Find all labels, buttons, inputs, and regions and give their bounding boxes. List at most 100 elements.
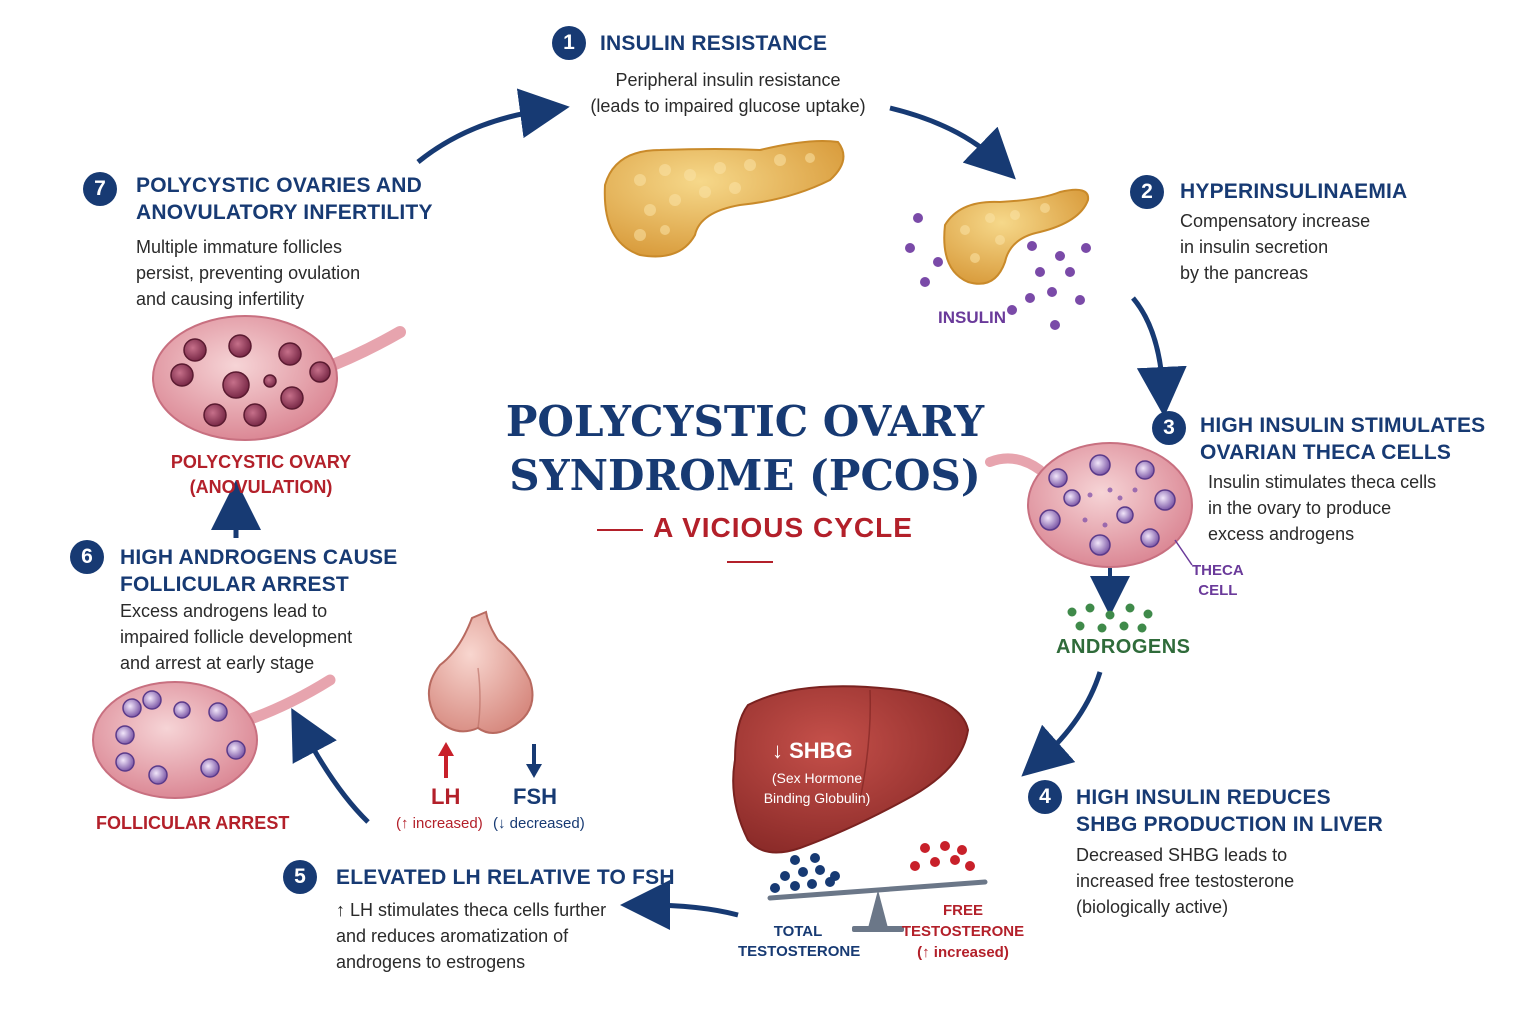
shbg-full-line-1: (Sex Hormone bbox=[771, 770, 863, 786]
step-7-text-line-2: persist, preventing ovulation bbox=[136, 263, 361, 283]
step-7-heading-line-1: POLYCYSTIC OVARIES AND bbox=[136, 174, 423, 197]
total-testosterone-line-1: TOTAL bbox=[773, 923, 823, 940]
step-4-number: 4 bbox=[1028, 780, 1062, 814]
step-4-heading: HIGH INSULIN REDUCES SHBG PRODUCTION IN … bbox=[1076, 784, 1383, 838]
free-testosterone-line-1: FREE bbox=[942, 902, 983, 919]
follicular-arrest-label: FOLLICULAR ARREST bbox=[96, 811, 289, 836]
shbg-label: ↓ SHBG bbox=[772, 738, 853, 763]
fsh-label: FSH bbox=[513, 784, 557, 809]
step-5-text-line-2: and reduces aromatization of bbox=[336, 926, 569, 946]
step-1-heading-line: INSULIN RESISTANCE bbox=[600, 32, 828, 55]
total-testosterone-line-2: TESTOSTERONE bbox=[738, 943, 861, 960]
free-testosterone-dots bbox=[910, 841, 975, 871]
free-testosterone-label: FREE TESTOSTERONE (↑ increased) bbox=[900, 900, 1026, 963]
step-1-text-line-1: Peripheral insulin resistance bbox=[615, 70, 841, 90]
theca-label-line-1: THECA bbox=[1192, 562, 1244, 579]
liver-illustration bbox=[732, 685, 970, 854]
free-testosterone-line-2: TESTOSTERONE bbox=[901, 923, 1025, 940]
diagram-title: POLYCYSTIC OVARY SYNDROME (PCOS) bbox=[500, 395, 990, 503]
subtitle-text: A VICIOUS CYCLE bbox=[653, 512, 913, 543]
step-4-heading-line-2: SHBG PRODUCTION IN LIVER bbox=[1076, 813, 1383, 836]
arrow-7-to-1 bbox=[416, 88, 570, 164]
polycystic-ovary-line-2: (ANOVULATION) bbox=[189, 477, 333, 497]
pancreas-illustration-large bbox=[603, 140, 845, 258]
step-3-text: Insulin stimulates theca cells in the ov… bbox=[1208, 469, 1436, 547]
free-testosterone-line-3: (↑ increased) bbox=[917, 944, 1009, 961]
step-6-heading: HIGH ANDROGENS CAUSE FOLLICULAR ARREST bbox=[120, 544, 397, 598]
arrow-3-to-4 bbox=[1021, 671, 1103, 777]
step-2-text-line-2: in insulin secretion bbox=[1180, 237, 1329, 257]
step-5-text-line-1: ↑ LH stimulates theca cells further bbox=[336, 900, 607, 920]
step-7-heading: POLYCYSTIC OVARIES AND ANOVULATORY INFER… bbox=[136, 172, 433, 226]
step-7-text-line-3: and causing infertility bbox=[136, 289, 305, 309]
step-3-number: 3 bbox=[1152, 411, 1186, 445]
arrow-4-to-5 bbox=[620, 880, 739, 931]
pancreas-illustration-small bbox=[943, 188, 1090, 285]
balance-scale bbox=[767, 879, 988, 932]
step-6-number: 6 bbox=[70, 540, 104, 574]
follicular-arrest-ovary-illustration bbox=[92, 674, 336, 799]
step-5-heading: ELEVATED LH RELATIVE TO FSH bbox=[336, 864, 675, 891]
step-5-text: ↑ LH stimulates theca cells further and … bbox=[336, 897, 606, 975]
step-5-heading-line: ELEVATED LH RELATIVE TO FSH bbox=[336, 866, 675, 889]
step-2-number: 2 bbox=[1130, 175, 1164, 209]
step-3-heading-line-1: HIGH INSULIN STIMULATES bbox=[1200, 414, 1486, 437]
step-2-text: Compensatory increase in insulin secreti… bbox=[1180, 208, 1370, 286]
step-5-text-line-3: androgens to estrogens bbox=[336, 952, 526, 972]
fsh-note: (↓ decreased) bbox=[493, 815, 585, 832]
insulin-label: INSULIN bbox=[938, 308, 1006, 327]
step-7-text: Multiple immature follicles persist, pre… bbox=[136, 234, 360, 312]
step-3-heading-line-2: OVARIAN THECA CELLS bbox=[1200, 441, 1452, 464]
step-6-heading-line-2: FOLLICULAR ARREST bbox=[120, 573, 349, 596]
step-1-text: Peripheral insulin resistance (leads to … bbox=[578, 67, 878, 119]
step-6-text-line-1: Excess androgens lead to bbox=[120, 601, 328, 621]
subtitle-rule-left bbox=[597, 528, 644, 531]
step-7-text-line-1: Multiple immature follicles bbox=[136, 237, 343, 257]
step-7-number: 7 bbox=[83, 172, 117, 206]
step-4-text-line-2: increased free testosterone bbox=[1076, 871, 1295, 891]
shbg-full-line-2: Binding Globulin) bbox=[763, 790, 871, 806]
step-7-heading-line-2: ANOVULATORY INFERTILITY bbox=[136, 201, 433, 224]
step-4-text-line-3: (biologically active) bbox=[1076, 897, 1229, 917]
androgen-molecules bbox=[1067, 603, 1153, 633]
pituitary-illustration bbox=[428, 610, 534, 734]
subtitle-rule-right bbox=[727, 560, 773, 563]
step-2-heading: HYPERINSULINAEMIA bbox=[1180, 178, 1407, 205]
step-2-text-line-3: by the pancreas bbox=[1180, 263, 1309, 283]
arrow-1-to-2 bbox=[889, 105, 1016, 180]
androgens-label: ANDROGENS bbox=[1056, 636, 1191, 658]
step-4-text: Decreased SHBG leads to increased free t… bbox=[1076, 842, 1294, 920]
step-4-heading-line-1: HIGH INSULIN REDUCES bbox=[1076, 786, 1331, 809]
polycystic-ovary-line-1: POLYCYSTIC OVARY bbox=[170, 452, 352, 472]
step-5-number: 5 bbox=[283, 860, 317, 894]
step-2-text-line-1: Compensatory increase bbox=[1180, 211, 1371, 231]
step-3-text-line-2: in the ovary to produce bbox=[1208, 498, 1392, 518]
step-1-number: 1 bbox=[552, 26, 586, 60]
theca-label-line-2: CELL bbox=[1198, 582, 1238, 599]
title-line-1: POLYCYSTIC OVARY bbox=[505, 397, 985, 446]
step-2-heading-line: HYPERINSULINAEMIA bbox=[1180, 180, 1408, 203]
shbg-full-name: (Sex Hormone Binding Globulin) bbox=[752, 768, 882, 808]
arrow-2-to-3 bbox=[1131, 296, 1187, 417]
fsh-down-arrow bbox=[526, 744, 542, 778]
step-6-text-line-2: impaired follicle development bbox=[120, 627, 353, 647]
theca-cell-label: THECA CELL bbox=[1192, 561, 1244, 601]
step-4-text-line-1: Decreased SHBG leads to bbox=[1076, 845, 1288, 865]
step-3-text-line-1: Insulin stimulates theca cells bbox=[1208, 472, 1437, 492]
lh-note: (↑ increased) bbox=[396, 815, 483, 832]
diagram-subtitle: A VICIOUS CYCLE bbox=[560, 512, 940, 576]
polycystic-ovary-label: POLYCYSTIC OVARY (ANOVULATION) bbox=[150, 450, 372, 500]
follicular-arrest-text: FOLLICULAR ARREST bbox=[96, 813, 290, 833]
step-6-text-line-3: and arrest at early stage bbox=[120, 653, 315, 673]
step-3-heading: HIGH INSULIN STIMULATES OVARIAN THECA CE… bbox=[1200, 412, 1485, 466]
insulin-molecules bbox=[905, 213, 1091, 330]
polycystic-ovary-illustration bbox=[152, 315, 406, 441]
total-testosterone-label: TOTAL TESTOSTERONE bbox=[738, 922, 861, 962]
total-testosterone-dots bbox=[770, 853, 840, 893]
lh-up-arrow bbox=[438, 742, 454, 778]
step-6-text: Excess androgens lead to impaired follic… bbox=[120, 598, 352, 676]
step-6-heading-line-1: HIGH ANDROGENS CAUSE bbox=[120, 546, 398, 569]
step-1-heading: INSULIN RESISTANCE bbox=[600, 30, 827, 57]
